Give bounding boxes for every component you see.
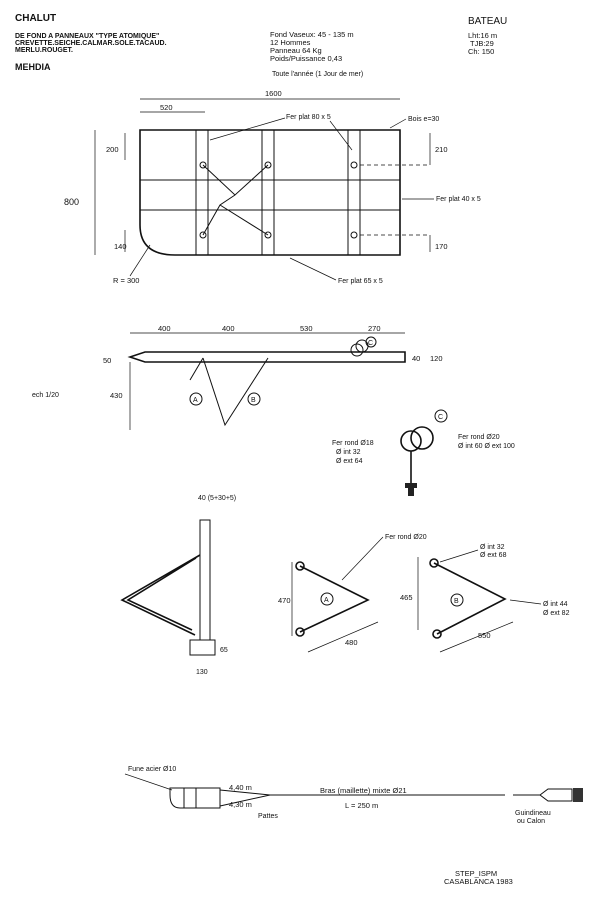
dim-800: 800: [64, 197, 79, 207]
label-ring-mid: Ø int 44: [543, 601, 568, 608]
spec-line: Fond Vaseux: 45 - 135 m: [270, 30, 354, 39]
boat-spec: Ch: 150: [468, 47, 494, 56]
dim-400: 400: [222, 324, 235, 333]
spec-line: Panneau 64 Kg: [270, 46, 322, 55]
detail-b: 465 B Ø int 32 Ø ext 68 Ø int 44 Ø ext 8…: [400, 544, 570, 653]
strap: [261, 129, 275, 256]
side-view: 400 400 530 270 C A B 50 430 40 120 ech …: [32, 324, 443, 430]
label-ring-top: Ø int 32: [480, 544, 505, 551]
label-c-left: Fer rond Ø18: [332, 440, 374, 447]
boat-spec: Lht:16 m: [468, 31, 497, 40]
dim-130: 130: [196, 669, 208, 676]
footer-line: CASABLANCA 1983: [444, 877, 513, 886]
label-fer-rond: Fer rond Ø20: [385, 534, 427, 541]
door-icon: [169, 787, 221, 809]
label-c: C: [368, 340, 373, 347]
bracket-detail: 40 (5+30+5) 65 130: [120, 495, 236, 676]
boat-title: BATEAU: [468, 16, 507, 27]
label-pattes: Pattes: [258, 813, 278, 820]
subtitle-line: DE FOND A PANNEAUX "TYPE ATOMIQUE": [15, 33, 159, 40]
bracket-arms: [202, 164, 269, 236]
dim-65: 65: [220, 647, 228, 654]
label-bois: Bois e=30: [408, 116, 439, 123]
door-profile: [127, 351, 406, 363]
footer: STEP_ISPM CASABLANCA 1983: [444, 869, 513, 886]
label-c-left: Ø ext 64: [336, 458, 363, 465]
strap: [347, 129, 361, 256]
door-outline: [139, 129, 401, 256]
label-b: B: [454, 598, 459, 605]
strap: [199, 519, 211, 641]
location: MEHDIA: [15, 62, 51, 72]
label-c-left: Ø int 32: [336, 449, 361, 456]
dim-465: 465: [400, 593, 413, 602]
dim-400: 400: [158, 324, 171, 333]
spec-line: Poids/Puissance 0,43: [270, 54, 342, 63]
patte-length-1: 4,40 m: [229, 783, 252, 792]
radius-label: R = 300: [113, 276, 139, 285]
dim-470: 470: [278, 596, 291, 605]
detail-a: 470 A Fer rond Ø20 480: [278, 534, 427, 653]
label-ring-top: Ø ext 68: [480, 552, 507, 559]
label-c: C: [438, 414, 443, 421]
boat-spec: TJB:29: [470, 39, 494, 48]
label-fer-plat-65: Fer plat 65 x 5: [338, 278, 383, 285]
label-ring-mid: Ø ext 82: [543, 610, 570, 617]
top-view: 1600 520 800 200 140 210 170 R = 300 Fer…: [64, 89, 481, 285]
dim-170: 170: [435, 242, 448, 251]
subtitle-line: MERLU.ROUGET.: [15, 47, 73, 54]
label-fer-plat-40: Fer plat 40 x 5: [436, 196, 481, 203]
label-fer-plat-80: Fer plat 80 x 5: [286, 114, 331, 121]
footer-line: STEP_ISPM: [455, 869, 497, 878]
dim-480: 480: [345, 638, 358, 647]
label-c-right: Ø int 60 Ø ext 100: [458, 443, 515, 450]
strap: [195, 129, 209, 256]
season: Toute l'année (1 Jour de mer): [272, 71, 363, 78]
spec-line: 12 Hommes: [270, 38, 311, 47]
label-fune: Fune acier Ø10: [128, 766, 176, 773]
dim-530: 530: [300, 324, 313, 333]
label-bras: Bras (maillette) mixte Ø21: [320, 786, 407, 795]
label-guindineau: Guindineau: [515, 810, 551, 817]
dim-520: 520: [160, 103, 173, 112]
dim-40: 40: [412, 354, 420, 363]
dim-270: 270: [368, 324, 381, 333]
label-c-right: Fer rond Ø20: [458, 434, 500, 441]
label-length: L = 250 m: [345, 801, 378, 810]
dim-120: 120: [430, 354, 443, 363]
detail-c: C Fer rond Ø18 Ø int 32 Ø ext 64 Fer ron…: [332, 409, 515, 496]
dim-550: 550: [478, 631, 491, 640]
scale-label: ech 1/20: [32, 392, 59, 399]
dim-40-detail: 40 (5+30+5): [198, 495, 236, 502]
rigging: Fune acier Ø10 4,40 m 4,30 m Pattes Bras…: [124, 766, 583, 825]
title: CHALUT: [15, 13, 56, 24]
dim-50: 50: [103, 356, 111, 365]
label-a: A: [193, 397, 198, 404]
subtitle-line: CREVETTE.SEICHE.CALMAR.SOLE.TACAUD.: [15, 40, 167, 47]
dim-140: 140: [114, 242, 127, 251]
label-a: A: [324, 597, 329, 604]
dim-210: 210: [435, 145, 448, 154]
patte-length-2: 4,30 m: [229, 800, 252, 809]
dim-1600: 1600: [265, 89, 282, 98]
label-guindineau: ou Calon: [517, 818, 545, 825]
dim-430: 430: [110, 391, 123, 400]
header: CHALUT DE FOND A PANNEAUX "TYPE ATOMIQUE…: [15, 13, 507, 78]
dim-200: 200: [106, 145, 119, 154]
label-b: B: [251, 397, 256, 404]
